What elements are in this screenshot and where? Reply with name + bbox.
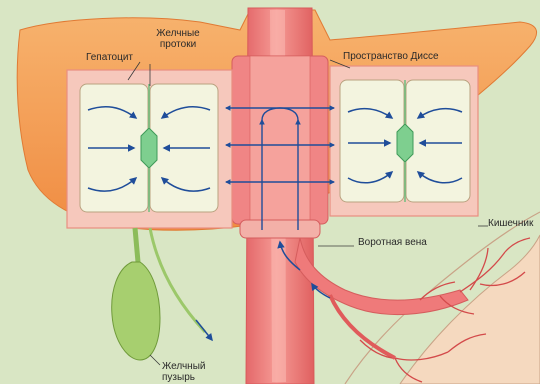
disse-cell-left <box>340 80 404 202</box>
disse-cell-right <box>406 80 470 202</box>
vessel-ring-top <box>240 220 320 238</box>
vessel-band-inner <box>250 56 310 224</box>
bile-duct-icon <box>141 128 157 168</box>
label-hepatocyte: Гепатоцит <box>86 52 133 63</box>
label-bile-ducts: Желчные протоки <box>148 28 208 50</box>
bile-duct-icon <box>397 124 413 162</box>
bile-flow-arrow <box>196 320 212 340</box>
cystic-duct <box>135 228 138 262</box>
gallbladder-shape <box>112 262 160 360</box>
label-intestine: Кишечник <box>488 218 533 229</box>
label-portal-vein: Воротная вена <box>358 237 427 248</box>
label-gallbladder: Желчный пузырь <box>162 361 232 383</box>
label-disse-space: Пространство Диссе <box>343 51 439 62</box>
portal-vein <box>295 238 468 315</box>
